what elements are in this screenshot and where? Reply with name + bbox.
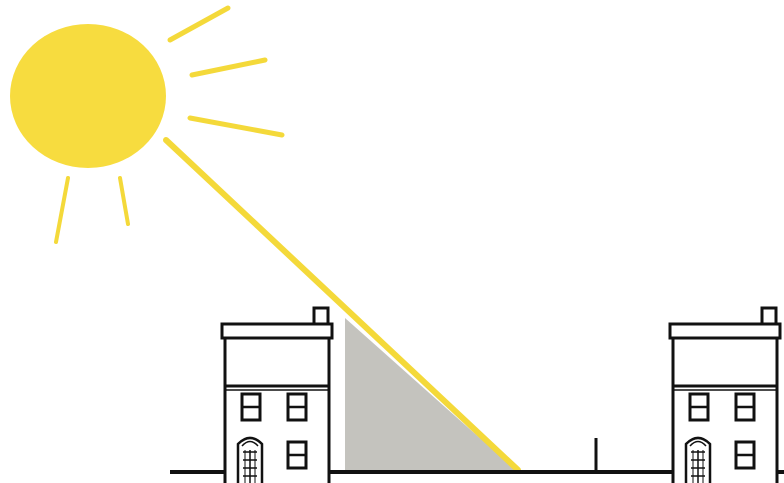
sun-ray-to-ground bbox=[166, 140, 518, 470]
sun-ray bbox=[56, 178, 68, 242]
sun-ray bbox=[190, 118, 282, 135]
house-icon bbox=[670, 308, 780, 483]
sun-ray bbox=[120, 178, 128, 224]
right-house bbox=[670, 308, 780, 483]
sun-ray bbox=[192, 60, 265, 75]
house-icon bbox=[222, 308, 332, 483]
sun-ray bbox=[170, 8, 228, 40]
left-house bbox=[222, 308, 332, 483]
